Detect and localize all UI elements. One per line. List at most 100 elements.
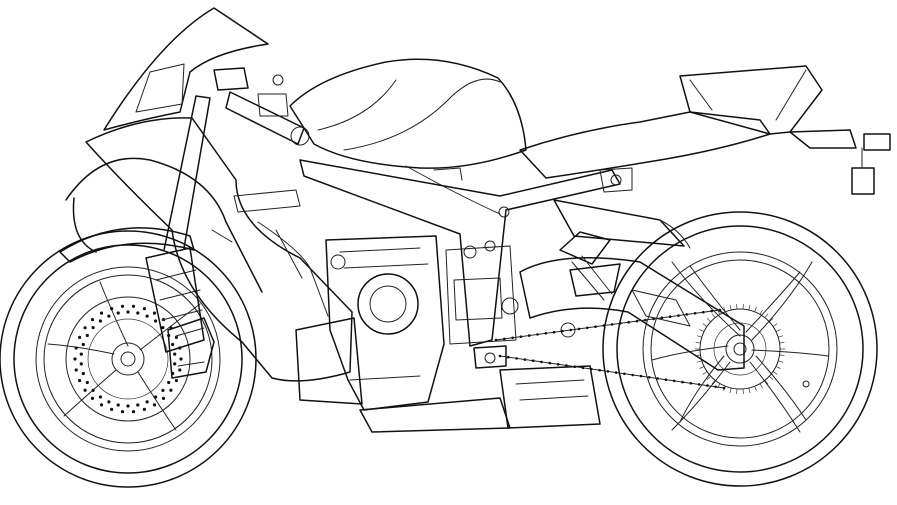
engine-case-rear <box>446 246 516 344</box>
chain-link <box>631 374 634 377</box>
rear-valve-stem <box>803 381 809 387</box>
bar-end-weight <box>291 127 309 145</box>
chain-link <box>594 325 597 328</box>
engine-block <box>326 236 444 410</box>
chain-link <box>686 313 689 316</box>
sprocket-tooth <box>776 366 781 368</box>
exhaust-box-lines <box>516 380 588 400</box>
chain-link <box>656 377 659 380</box>
chain-link <box>578 328 581 331</box>
fairing-stay <box>212 230 232 242</box>
belly-pan <box>360 398 510 432</box>
chain-link <box>540 361 543 364</box>
disc-hole <box>132 305 135 308</box>
chain-link <box>549 362 552 365</box>
fairing-badge-outline <box>234 190 300 212</box>
front-rim-inner <box>44 275 212 443</box>
disc-hole <box>78 336 81 339</box>
disc-hole <box>75 368 78 371</box>
disc-hole <box>99 395 102 398</box>
chain-links <box>495 309 726 390</box>
rear-wheel <box>603 212 877 486</box>
disc-hole <box>107 400 110 403</box>
front-brake-disc <box>66 297 190 421</box>
swingarm-body <box>520 258 744 370</box>
front-brake-caliper <box>168 318 214 378</box>
rider-seat <box>520 112 770 178</box>
sprocket-tooth <box>773 324 777 327</box>
chain-link <box>615 371 618 374</box>
disc-hole <box>178 368 181 371</box>
fairing-vent-lines <box>258 222 328 316</box>
disc-hole <box>117 403 120 406</box>
front-axle <box>121 352 135 366</box>
chain-link <box>586 327 589 330</box>
chain-link <box>507 356 510 359</box>
sprocket-tooth <box>703 372 707 375</box>
disc-hole <box>169 389 172 392</box>
fuel-tank <box>290 59 526 214</box>
sprocket-tooth <box>780 355 785 356</box>
footpeg <box>485 353 495 363</box>
clutch-cover <box>358 274 418 334</box>
disc-hole <box>154 395 157 398</box>
front-wheel-spokes <box>48 282 200 430</box>
clutch-cover-inner <box>370 286 406 322</box>
chain-link <box>640 375 643 378</box>
disc-hole <box>100 312 103 315</box>
tail-cowl-edges <box>690 70 806 120</box>
disc-hole <box>153 312 156 315</box>
engine-bolt-1 <box>464 246 476 258</box>
sprocket-tooth <box>749 305 750 310</box>
license-plate-light <box>852 168 874 194</box>
disc-hole <box>173 362 176 365</box>
disc-hole <box>143 307 146 310</box>
chain-link <box>557 363 560 366</box>
chain-link <box>669 315 672 318</box>
sprocket-tooth <box>712 314 715 318</box>
chain-link <box>694 312 697 315</box>
front-wheel <box>0 231 256 487</box>
chain-link <box>702 311 705 314</box>
chain-link <box>714 386 717 389</box>
chain-link <box>598 369 601 372</box>
sprocket-tooth <box>700 330 705 332</box>
chain-link <box>652 318 655 321</box>
main-frame-spar <box>300 160 620 346</box>
front-disc-outer <box>66 297 190 421</box>
sprocket-tooth <box>755 307 757 312</box>
chain-link <box>644 319 647 322</box>
seat-tail <box>520 66 890 194</box>
disc-hole <box>173 353 176 356</box>
rear-turn-signal <box>864 134 890 150</box>
chain-link <box>710 310 713 313</box>
disc-hole <box>84 389 87 392</box>
disc-hole <box>99 319 102 322</box>
chain-link <box>665 378 668 381</box>
rear-tire-inner <box>617 226 863 472</box>
front-tire-inner <box>14 245 242 473</box>
chain-link <box>607 370 610 373</box>
rear-rim-inner <box>651 260 829 438</box>
rear-sprocket-ring <box>700 309 780 389</box>
sprocket-tooth <box>749 388 750 393</box>
rear-wheel-spokes <box>652 262 828 432</box>
disc-hole <box>136 311 139 314</box>
fork-tube-lower <box>146 248 204 352</box>
disc-hole <box>171 343 174 346</box>
sprocket-tooth <box>697 336 702 338</box>
chain-link <box>499 355 502 358</box>
sprocket-tooth <box>765 314 768 318</box>
chain-link <box>503 338 506 341</box>
rear-sprocket-inner <box>714 323 766 375</box>
disc-hole <box>100 403 103 406</box>
disc-hole <box>175 379 178 382</box>
swingarm <box>520 232 744 370</box>
chain-link <box>673 380 676 383</box>
chain-link <box>619 322 622 325</box>
chain-link <box>723 387 726 390</box>
rear-tire-outer <box>603 212 877 486</box>
sprocket-tooth <box>760 310 763 314</box>
sprocket-tooth <box>760 384 763 388</box>
